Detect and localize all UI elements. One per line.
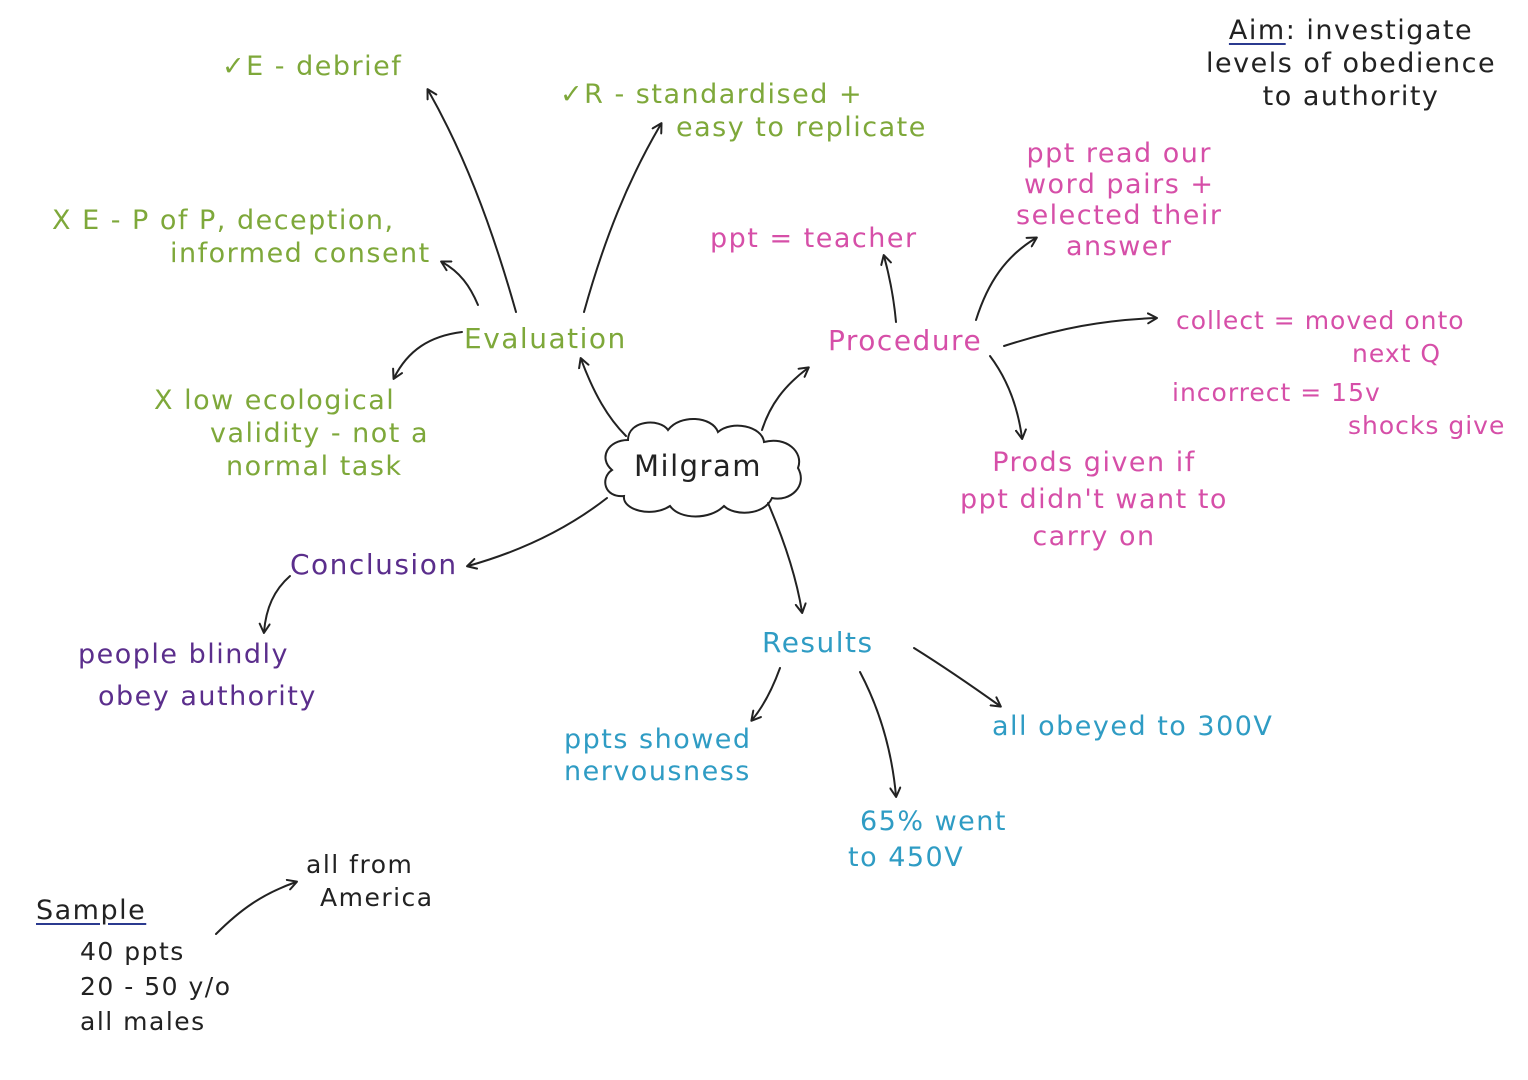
sample-line-1: 40 ppts [80, 937, 185, 966]
sample-line-2: 20 - 50 y/o [80, 972, 232, 1001]
evaluation-ethics: X E - P of P, deception, informed consen… [52, 204, 431, 270]
arrow-procedure-to-correct [1003, 312, 1158, 347]
arrow-results-to-nervousness [750, 667, 781, 722]
arrow-center-to-evaluation [578, 357, 627, 437]
sample-america-line-2: America [320, 883, 434, 912]
results-all-obeyed: all obeyed to 300V [992, 711, 1274, 742]
procedure-teacher: ppt = teacher [710, 223, 918, 254]
procedure-word-pairs-line-2: word pairs + [1023, 169, 1215, 200]
sample-america-line-1: all from [306, 850, 414, 879]
procedure-word-pairs-line-4: answer [1065, 231, 1173, 262]
procedure-incorrect-line-1: incorrect = 15v [1172, 378, 1381, 407]
sample-america: all from America [306, 848, 434, 914]
sample-details: 40 ppts 20 - 50 y/o all males [80, 934, 232, 1039]
center-topic: Milgram [634, 449, 762, 483]
procedure-correct-line-2: next Q [1352, 339, 1442, 368]
evaluation-ethics-line-2: informed consent [170, 238, 431, 269]
arrow-center-to-results [767, 502, 807, 614]
aim-label: Aim [1228, 15, 1286, 46]
evaluation-label: Evaluation [464, 322, 627, 355]
procedure-prods: Prods given if ppt didn't want to carry … [960, 444, 1228, 555]
evaluation-ethics-line-1: X E - P of P, deception, [52, 205, 395, 236]
sample-line-3: all males [80, 1007, 206, 1036]
procedure-correct: collect = moved onto next Q [1176, 304, 1465, 370]
results-percent: 65% went to 450V [848, 804, 1007, 876]
arrow-results-to-percent [859, 671, 902, 798]
arrow-evaluation-to-ethics [440, 260, 479, 306]
arrow-conclusion-to-text [258, 575, 291, 634]
procedure-word-pairs: ppt read our word pairs + selected their… [1016, 138, 1222, 262]
arrow-results-to-all-obeyed [913, 647, 1002, 708]
conclusion-text-line-1: people blindly [78, 639, 289, 670]
arrow-evaluation-to-debrief [426, 88, 517, 313]
evaluation-replicate-line-2: easy to replicate [676, 112, 927, 143]
central-cloud-shape [604, 417, 802, 518]
results-nervousness-line-2: nervousness [564, 756, 751, 787]
aim-line-1: Aim: investigate [1228, 15, 1474, 46]
sample-label: Sample [36, 895, 147, 926]
evaluation-replicate-line-1: ✓R - standardised + [560, 79, 864, 110]
procedure-label: Procedure [828, 324, 983, 357]
arrow-procedure-to-teacher [880, 254, 897, 323]
procedure-incorrect: incorrect = 15v shocks give [1172, 376, 1505, 442]
procedure-correct-line-1: collect = moved onto [1176, 306, 1465, 335]
evaluation-replicate: ✓R - standardised + easy to replicate [560, 78, 927, 144]
conclusion-text: people blindly obey authority [78, 634, 317, 718]
arrow-center-to-procedure [761, 366, 810, 431]
evaluation-debrief: ✓E - debrief [222, 51, 403, 82]
procedure-word-pairs-line-1: ppt read our [1026, 138, 1213, 169]
results-nervousness: ppts showed nervousness [564, 724, 752, 788]
results-percent-line-1: 65% went [860, 806, 1007, 837]
results-percent-line-2: to 450V [848, 842, 965, 873]
arrow-sample-to-america [215, 878, 298, 935]
aim-line-2: levels of obedience [1206, 48, 1497, 79]
procedure-prods-line-3: carry on [1032, 521, 1156, 552]
procedure-incorrect-line-2: shocks give [1348, 411, 1506, 440]
procedure-prods-line-2: ppt didn't want to [960, 484, 1228, 515]
aim-line-3: to authority [1262, 81, 1440, 112]
arrow-evaluation-to-validity [392, 331, 463, 380]
procedure-prods-line-1: Prods given if [992, 447, 1196, 478]
conclusion-label: Conclusion [290, 548, 458, 581]
arrow-evaluation-to-replicate [583, 122, 663, 313]
results-nervousness-line-1: ppts showed [564, 724, 752, 755]
aim-note: Aim: investigate levels of obedience to … [1206, 14, 1496, 113]
arrow-procedure-to-word-pairs [975, 236, 1038, 321]
procedure-word-pairs-line-3: selected their [1016, 200, 1223, 231]
arrow-center-to-conclusion [466, 497, 608, 570]
evaluation-validity-line-3: normal task [226, 451, 403, 482]
conclusion-text-line-2: obey authority [98, 681, 317, 712]
results-label: Results [762, 626, 874, 659]
evaluation-validity: X low ecological validity - not a normal… [154, 384, 429, 483]
evaluation-validity-line-1: X low ecological [154, 385, 396, 416]
evaluation-validity-line-2: validity - not a [210, 418, 429, 449]
arrow-procedure-to-prods [989, 355, 1027, 440]
